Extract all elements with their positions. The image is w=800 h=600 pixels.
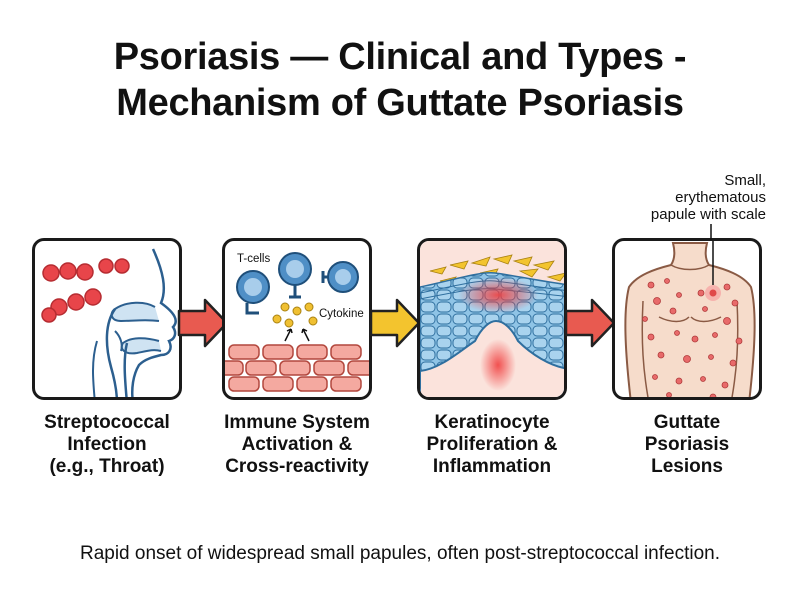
- bacteria-cluster: [41, 258, 130, 323]
- papule-annotation: Small, erythematous papule with scale: [616, 172, 766, 223]
- panel-streptococcal-infection: [32, 238, 182, 400]
- guttate-lesions: [642, 278, 743, 397]
- t-cells-label: T-cells: [237, 253, 270, 265]
- immune-activation-illustration: T-cells Cytokine: [225, 252, 369, 392]
- annotation-connector: [710, 224, 712, 240]
- annotation-line-1: Small,: [724, 172, 766, 189]
- t-cell-icon: [278, 252, 312, 299]
- throat-bacteria-illustration: [41, 248, 177, 397]
- panel-keratinocyte-proliferation: [417, 238, 567, 400]
- annotation-line-2: erythematous: [675, 189, 766, 206]
- footer-summary: Rapid onset of widespread small papules,…: [79, 543, 721, 564]
- tissue-cells: [225, 344, 369, 392]
- title-line-2: Mechanism of Guttate Psoriasis: [116, 82, 684, 124]
- caption-step-3: Keratinocyte Proliferation & Inflammatio…: [426, 412, 558, 477]
- caption-step-1: Streptococcal Infection (e.g., Throat): [44, 412, 170, 477]
- t-cell-icon: [236, 270, 270, 315]
- caption-step-4: Guttate Psoriasis Lesions: [644, 412, 730, 477]
- cytokine-label: Cytokine: [319, 308, 364, 320]
- title-line-1: Psoriasis — Clinical and Types -: [113, 36, 687, 78]
- panel-guttate-lesions: [612, 238, 762, 400]
- diagram-title: Psoriasis — Clinical and Types - Mechani…: [0, 34, 800, 126]
- panel-immune-activation: T-cells Cytokine: [222, 238, 372, 400]
- arrow-right-icon: [564, 298, 616, 348]
- caption-step-2: Immune System Activation & Cross-reactiv…: [224, 412, 370, 477]
- arrow-right-icon: [369, 298, 421, 348]
- scale-flakes: [429, 254, 564, 284]
- arrow-right-icon: [177, 298, 229, 348]
- t-cell-icon: [321, 261, 359, 293]
- torso-lesions-illustration: [624, 241, 756, 397]
- annotation-line-3: papule with scale: [650, 206, 766, 223]
- cytokine-dots: [272, 302, 318, 328]
- skin-section-illustration: [420, 241, 564, 397]
